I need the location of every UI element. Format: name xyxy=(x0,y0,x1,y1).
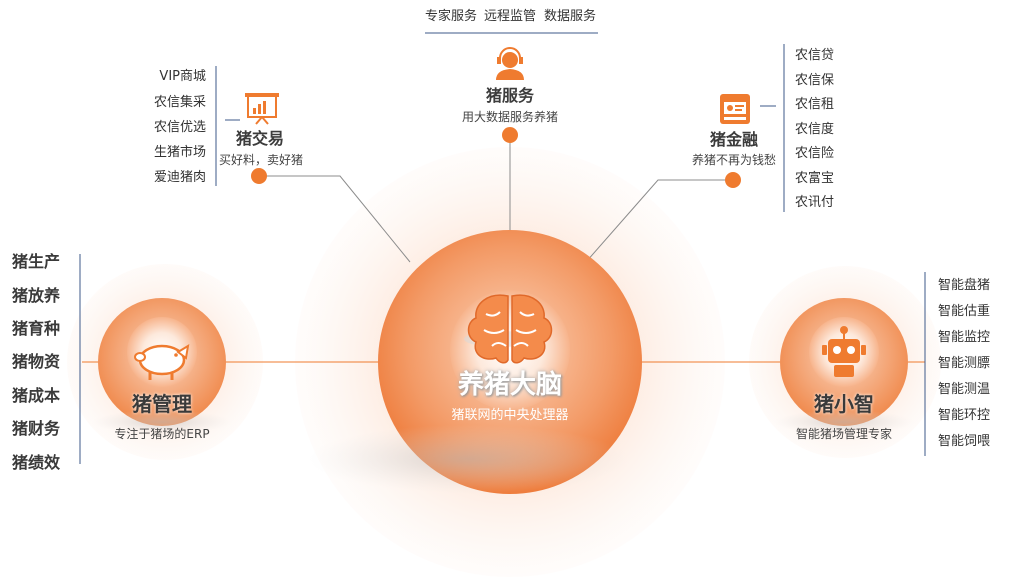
finance-title: 猪金融 xyxy=(709,130,758,149)
trade-subtitle: 买好料，卖好猪 xyxy=(218,153,303,167)
list-item: 猪放养 xyxy=(12,286,61,305)
management-subtitle: 专注于猪场的ERP xyxy=(114,427,210,441)
brain-subtitle: 猪联网的中央处理器 xyxy=(451,408,569,423)
list-item: 猪育种 xyxy=(12,319,61,338)
list-item: 智能测温 xyxy=(938,382,991,397)
list-item: 智能监控 xyxy=(938,330,991,345)
list-item: VIP商城 xyxy=(159,69,206,84)
list-item: 农信租 xyxy=(795,97,835,112)
customer-service-icon xyxy=(496,47,524,80)
brain-title: 养猪大脑 xyxy=(457,370,562,400)
brain-icon xyxy=(467,294,553,364)
list-item: 农信贷 xyxy=(795,48,835,63)
list-item: 农信度 xyxy=(795,122,835,137)
list-item: 猪物资 xyxy=(12,352,61,371)
list-item: 农信优选 xyxy=(153,120,206,135)
list-item: 农信保 xyxy=(795,73,835,88)
smart-title: 猪小智 xyxy=(814,392,874,416)
list-item: 农富宝 xyxy=(795,171,835,186)
list-item: 生猪市场 xyxy=(153,145,206,160)
list-item: 猪生产 xyxy=(12,252,61,271)
list-item: 智能饲喂 xyxy=(938,434,991,449)
service-subtitle: 用大数据服务养猪 xyxy=(461,110,558,124)
management-title: 猪管理 xyxy=(132,392,192,416)
trade-screen-icon xyxy=(245,93,279,125)
list-item: 智能盘猪 xyxy=(938,278,991,293)
list-item: 猪财务 xyxy=(12,419,61,438)
list-item: 农讯付 xyxy=(795,195,835,210)
list-item: 智能估重 xyxy=(938,304,991,319)
robot-icon xyxy=(822,326,866,377)
list-item: 农信集采 xyxy=(153,95,206,110)
list-item: 猪成本 xyxy=(12,386,61,405)
trade-title: 猪交易 xyxy=(235,129,284,148)
connector-trade xyxy=(262,175,411,263)
service-title: 猪服务 xyxy=(485,86,534,105)
list-item: 猪绩效 xyxy=(12,453,61,472)
brain-shadow xyxy=(308,425,628,493)
top-bar-item-remote-supervision: 远程监管 xyxy=(484,9,537,24)
top-bar-item-expert-service: 专家服务 xyxy=(425,9,478,24)
connector-lines xyxy=(262,135,733,263)
connector-finance xyxy=(585,179,733,263)
service-node-dot xyxy=(502,127,518,143)
trade-node-dot xyxy=(251,168,267,184)
smart-shadow xyxy=(774,410,914,434)
list-item: 智能环控 xyxy=(938,408,991,423)
list-item: 爱迪猪肉 xyxy=(153,170,206,185)
management-shadow xyxy=(92,410,232,434)
pig-icon xyxy=(134,344,190,380)
top-bar-item-data-service: 数据服务 xyxy=(544,9,597,24)
finance-card-icon xyxy=(720,94,750,124)
finance-subtitle: 养猪不再为钱愁 xyxy=(691,153,776,167)
finance-node-dot xyxy=(725,172,741,188)
smart-subtitle: 智能猪场管理专家 xyxy=(795,427,892,441)
list-item: 农信险 xyxy=(795,146,835,161)
list-item: 智能测膘 xyxy=(938,356,991,371)
